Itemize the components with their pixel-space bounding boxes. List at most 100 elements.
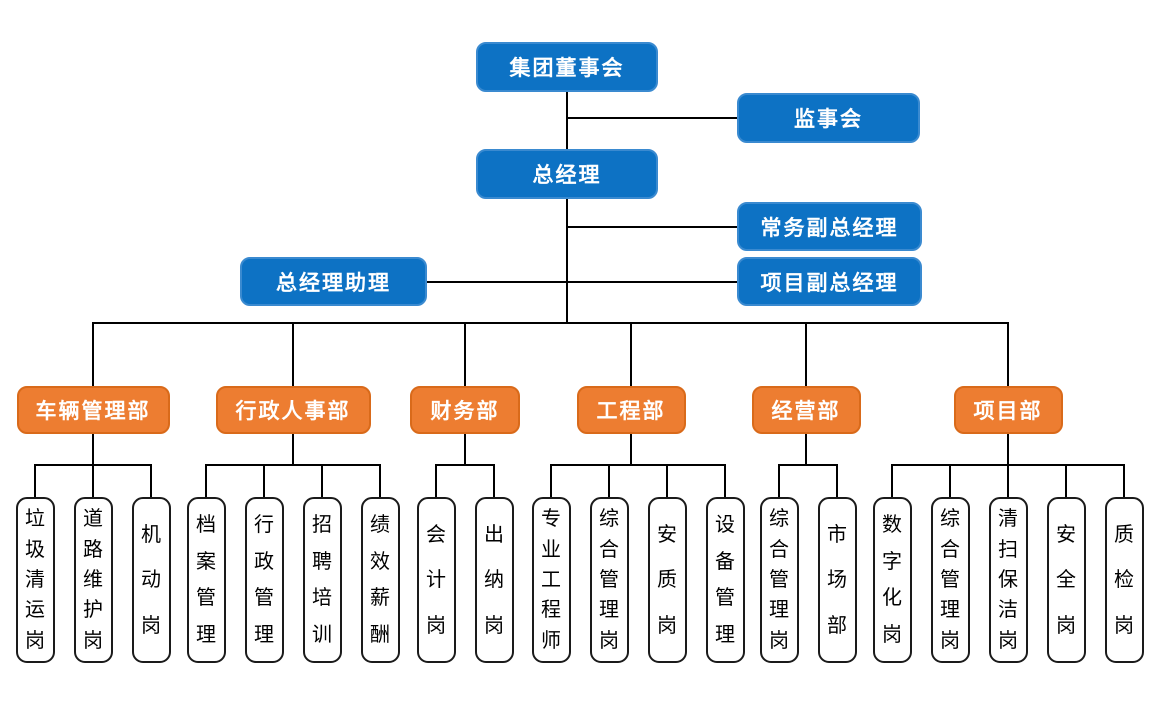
position-4-1-label: 市场部 [827,523,847,637]
position-1-2-label: 招聘培训 [312,514,332,646]
position-3-2: 安质岗 [647,497,687,663]
position-4-0: 综合管理岗 [759,497,799,663]
connector-drop-pos-1-1 [263,466,265,497]
connector-bus-dept-1 [205,464,381,466]
node-general-manager-label: 总经理 [532,164,602,187]
position-3-1-label: 综合管理岗 [599,508,619,652]
connector-dept-5-to-bus [1007,434,1009,466]
position-5-4: 质检岗 [1104,497,1144,663]
dept-5-label: 项目部 [973,400,1043,423]
position-5-0: 数字化岗 [872,497,912,663]
position-5-3: 安全岗 [1046,497,1086,663]
connector-drop-pos-1-2 [321,466,323,497]
position-4-1: 市场部 [817,497,857,663]
position-1-1: 行政管理 [244,497,284,663]
position-1-1-label: 行政管理 [254,514,274,646]
connector-drop-pos-3-2 [666,466,668,497]
connector-drop-pos-5-0 [891,466,893,497]
position-3-0: 专业工程师 [531,497,571,663]
connector-drop-pos-5-2 [1007,466,1009,497]
connector-drop-dept-4 [805,322,807,386]
connector-supervisory-branch [567,117,739,119]
dept-3-label: 工程部 [596,400,666,423]
connector-drop-pos-4-1 [836,466,838,497]
position-5-1: 综合管理岗 [930,497,970,663]
dept-0-label: 车辆管理部 [35,400,151,423]
position-5-0-label: 数字化岗 [882,514,902,646]
node-supervisory-board-label: 监事会 [794,108,863,131]
position-0-1: 道路维护岗 [73,497,113,663]
position-3-3: 设备管理 [705,497,745,663]
dept-1: 行政人事部 [215,386,371,434]
position-5-3-label: 安全岗 [1056,523,1076,637]
connector-dept-3-to-bus [630,434,632,466]
position-1-0: 档案管理 [186,497,226,663]
position-3-3-label: 设备管理 [715,514,735,646]
connector-drop-dept-0 [92,322,94,386]
node-board-label: 集团董事会 [509,57,625,80]
connector-dept-4-to-bus [805,434,807,466]
position-0-2-label: 机动岗 [141,523,161,637]
connector-drop-pos-3-1 [608,466,610,497]
position-0-0: 垃圾清运岗 [15,497,55,663]
connector-bus-dept-0 [34,464,152,466]
connector-drop-pos-0-0 [34,466,36,497]
connector-drop-dept-1 [292,322,294,386]
connector-drop-pos-1-3 [379,466,381,497]
position-5-4-label: 质检岗 [1114,523,1134,637]
connector-exec-deputy-branch [567,226,739,228]
connector-drop-dept-3 [630,322,632,386]
node-executive-deputy-gm-label: 常务副总经理 [760,216,899,240]
position-2-1-label: 出纳岗 [484,523,504,637]
position-3-2-label: 安质岗 [657,523,677,637]
position-4-0-label: 综合管理岗 [769,508,789,652]
connector-dept-0-to-bus [92,434,94,466]
connector-drop-dept-2 [464,322,466,386]
connector-main-spine [566,92,568,323]
position-0-1-label: 道路维护岗 [83,508,103,652]
dept-4-label: 经营部 [771,400,841,423]
position-0-2: 机动岗 [131,497,171,663]
position-1-0-label: 档案管理 [196,514,216,646]
position-2-0: 会计岗 [416,497,456,663]
dept-3: 工程部 [576,386,686,434]
position-2-1: 出纳岗 [474,497,514,663]
position-5-1-label: 综合管理岗 [940,508,960,652]
dept-5: 项目部 [953,386,1063,434]
position-1-2: 招聘培训 [302,497,342,663]
connector-assistant-project-branch [426,281,739,283]
connector-drop-pos-3-0 [550,466,552,497]
node-board: 集团董事会 [476,42,658,92]
connector-bus-dept-3 [550,464,726,466]
node-general-manager: 总经理 [476,149,658,199]
connector-drop-pos-0-2 [150,466,152,497]
connector-bus-dept-2 [435,464,495,466]
position-2-0-label: 会计岗 [426,523,446,637]
connector-drop-dept-5 [1007,322,1009,386]
connector-drop-pos-5-1 [949,466,951,497]
dept-0: 车辆管理部 [16,386,170,434]
connector-department-bus [92,322,1009,324]
position-5-2: 清扫保洁岗 [988,497,1028,663]
connector-drop-pos-4-0 [778,466,780,497]
position-1-3-label: 绩效薪酬 [370,514,390,646]
connector-drop-pos-5-3 [1065,466,1067,497]
dept-1-label: 行政人事部 [235,400,351,423]
connector-drop-pos-2-0 [435,466,437,497]
connector-bus-dept-5 [891,464,1125,466]
node-supervisory-board: 监事会 [737,93,920,143]
connector-drop-pos-0-1 [92,466,94,497]
node-project-deputy-gm-label: 项目副总经理 [760,271,899,295]
position-0-0-label: 垃圾清运岗 [25,508,45,652]
position-1-3: 绩效薪酬 [360,497,400,663]
position-3-1: 综合管理岗 [589,497,629,663]
connector-drop-pos-1-0 [205,466,207,497]
position-3-0-label: 专业工程师 [541,508,561,652]
connector-bus-dept-4 [778,464,838,466]
node-executive-deputy-gm: 常务副总经理 [737,202,922,251]
connector-drop-pos-3-3 [724,466,726,497]
dept-4: 经营部 [751,386,861,434]
node-gm-assistant: 总经理助理 [240,257,427,306]
connector-dept-2-to-bus [464,434,466,466]
